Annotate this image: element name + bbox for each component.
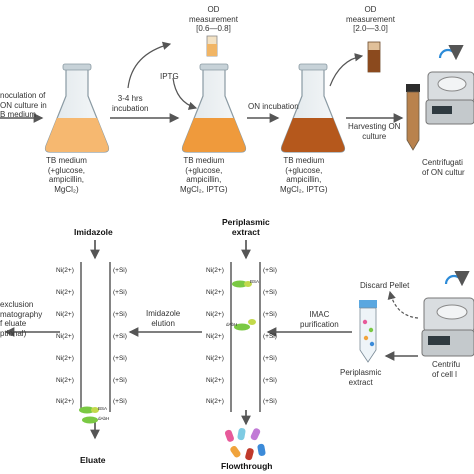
ni-label: Ni(2+) <box>56 267 74 274</box>
centrifuge-icon <box>425 44 474 125</box>
flowthrough-label: Flowthrough <box>221 461 273 471</box>
falcon-tube-icon <box>406 84 420 151</box>
imac-column-left <box>80 262 111 412</box>
si-label: (+Si) <box>263 267 277 274</box>
dabh-label: dAbH <box>98 416 110 421</box>
si-label: (+Si) <box>113 289 127 296</box>
si-label: (+Si) <box>263 289 277 296</box>
imidazole-label: Imidazole <box>74 227 113 237</box>
bsa-label: BSA <box>98 406 108 411</box>
protein-icon <box>79 406 99 424</box>
flask-icon <box>44 63 110 153</box>
si-label: (+Si) <box>263 377 277 384</box>
arrow <box>387 290 419 319</box>
si-label: (+Si) <box>113 398 127 405</box>
cuvette-icon <box>206 35 218 57</box>
flask-medium-label: TB medium(+glucose,ampicillin,MgCl₂, IPT… <box>180 156 228 194</box>
ni-label: Ni(2+) <box>56 333 74 340</box>
flask-medium-label: TB medium(+glucose,ampicillin,MgCl₂, IPT… <box>280 156 328 194</box>
ni-label: Ni(2+) <box>56 377 74 384</box>
on-incubation-label: ON incubation <box>248 102 299 111</box>
flask-icon <box>181 63 247 153</box>
ni-label: Ni(2+) <box>206 311 224 318</box>
protein-icon <box>232 280 256 331</box>
flowthrough-proteins-icon <box>224 428 266 461</box>
si-label: (+Si) <box>263 311 277 318</box>
extract-tube-icon <box>359 300 377 363</box>
arrow <box>172 77 198 110</box>
ni-label: Ni(2+) <box>206 267 224 274</box>
centrifuge-icon <box>421 270 474 357</box>
flask-medium-label: TB medium(+glucose,ampicillin,MgCl₂) <box>46 156 87 194</box>
si-label: (+Si) <box>113 267 127 274</box>
eluate-label: Eluate <box>80 455 106 465</box>
bsa-label: BSA <box>250 279 260 284</box>
cuvette-icon <box>367 41 381 73</box>
si-label: (+Si) <box>113 355 127 362</box>
discard-pellet-label: Discard Pellet <box>360 281 410 290</box>
si-label: (+Si) <box>113 377 127 384</box>
ni-label: Ni(2+) <box>206 289 224 296</box>
ni-label: Ni(2+) <box>56 355 74 362</box>
ni-label: Ni(2+) <box>206 333 224 340</box>
si-label: (+Si) <box>113 311 127 318</box>
imac-column-middle <box>230 262 261 412</box>
dabh-label: dAbH <box>226 322 238 327</box>
ni-label: Ni(2+) <box>206 398 224 405</box>
ni-label: Ni(2+) <box>56 398 74 405</box>
si-label: (+Si) <box>263 333 277 340</box>
arrow <box>127 41 172 89</box>
ni-label: Ni(2+) <box>206 377 224 384</box>
si-label: (+Si) <box>113 333 127 340</box>
si-label: (+Si) <box>263 398 277 405</box>
arrow <box>329 53 364 87</box>
flask-icon <box>280 63 346 153</box>
ni-label: Ni(2+) <box>56 311 74 318</box>
ni-label: Ni(2+) <box>56 289 74 296</box>
ni-label: Ni(2+) <box>206 355 224 362</box>
si-label: (+Si) <box>263 355 277 362</box>
iptg-label: IPTG <box>160 72 179 81</box>
